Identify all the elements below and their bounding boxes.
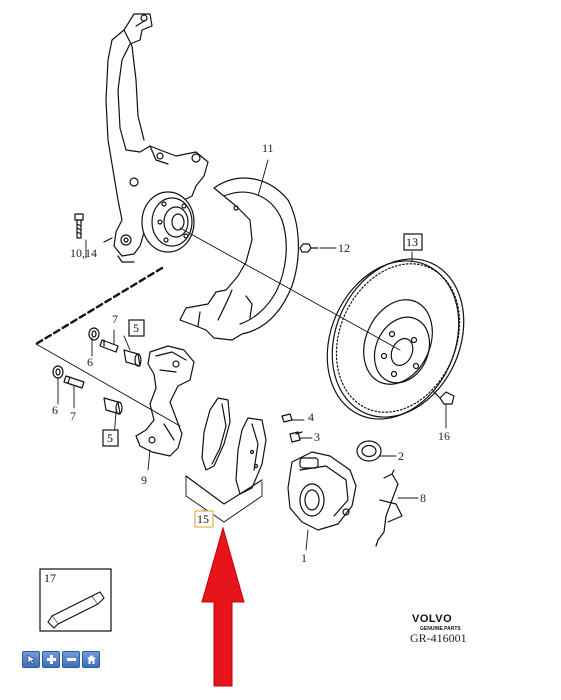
seal-ring xyxy=(356,440,382,462)
bushing-upper xyxy=(88,327,100,341)
brake-caliper xyxy=(287,451,357,531)
callout-7-lower: 7 xyxy=(70,409,76,423)
callout-7-upper: 7 xyxy=(112,312,118,326)
callout-2: 2 xyxy=(398,449,404,463)
box-5-upper xyxy=(128,319,145,337)
callout-13: 13 xyxy=(406,235,418,249)
pointer-icon[interactable] xyxy=(22,651,40,668)
viewer-toolbar xyxy=(22,651,100,668)
callout-10-14: 10,14 xyxy=(70,246,97,260)
box-5-lower xyxy=(102,429,119,447)
guide-pin-lower xyxy=(63,375,85,389)
callout-9: 9 xyxy=(141,473,147,487)
callout-5-upper: 5 xyxy=(133,321,139,335)
box-15 xyxy=(194,510,214,528)
brake-pads xyxy=(185,397,267,505)
plus-icon[interactable] xyxy=(42,651,60,668)
caliper-carrier xyxy=(135,345,195,457)
boot-upper xyxy=(123,349,142,367)
callout-11: 11 xyxy=(262,141,274,155)
splash-shield xyxy=(179,177,299,341)
bleeder-cap xyxy=(281,413,293,423)
part-17-inset: 17 xyxy=(39,568,112,632)
callout-8: 8 xyxy=(420,491,426,505)
callout-6-upper: 6 xyxy=(87,355,93,369)
grease-tube-icon xyxy=(47,591,105,629)
callout-5-lower: 5 xyxy=(107,431,113,445)
bolt-16 xyxy=(433,391,455,405)
callout-1: 1 xyxy=(301,551,307,565)
callout-16: 16 xyxy=(438,429,450,443)
brand-subtitle: GENUINE PARTS xyxy=(420,626,461,632)
minus-icon[interactable] xyxy=(62,651,80,668)
callout-17: 17 xyxy=(44,571,56,585)
wheel-hub xyxy=(141,191,195,253)
bolt-12 xyxy=(299,243,319,253)
callout-3: 3 xyxy=(314,430,320,444)
diagram-reference: GR-416001 xyxy=(410,631,467,645)
boot-lower xyxy=(103,397,123,415)
volvo-brand: VOLVO GENUINE PARTS xyxy=(412,613,461,632)
callout-4: 4 xyxy=(308,410,314,424)
callout-15: 15 xyxy=(197,512,209,526)
callout-12: 12 xyxy=(338,241,350,255)
assembly-dashed-line xyxy=(34,266,164,346)
brand-name: VOLVO xyxy=(412,613,452,625)
steering-knuckle xyxy=(103,13,209,263)
box-13 xyxy=(403,233,423,251)
home-icon[interactable] xyxy=(82,651,100,668)
bleeder-screw xyxy=(289,431,303,443)
callout-6-lower: 6 xyxy=(52,403,58,417)
leader-lines xyxy=(35,159,447,551)
brake-disc xyxy=(326,258,465,420)
red-arrow-icon xyxy=(201,526,245,687)
guide-pin-upper xyxy=(99,339,119,353)
bolt-10-14 xyxy=(74,213,84,239)
bushing-lower xyxy=(52,365,64,379)
spring-clip xyxy=(375,469,403,547)
